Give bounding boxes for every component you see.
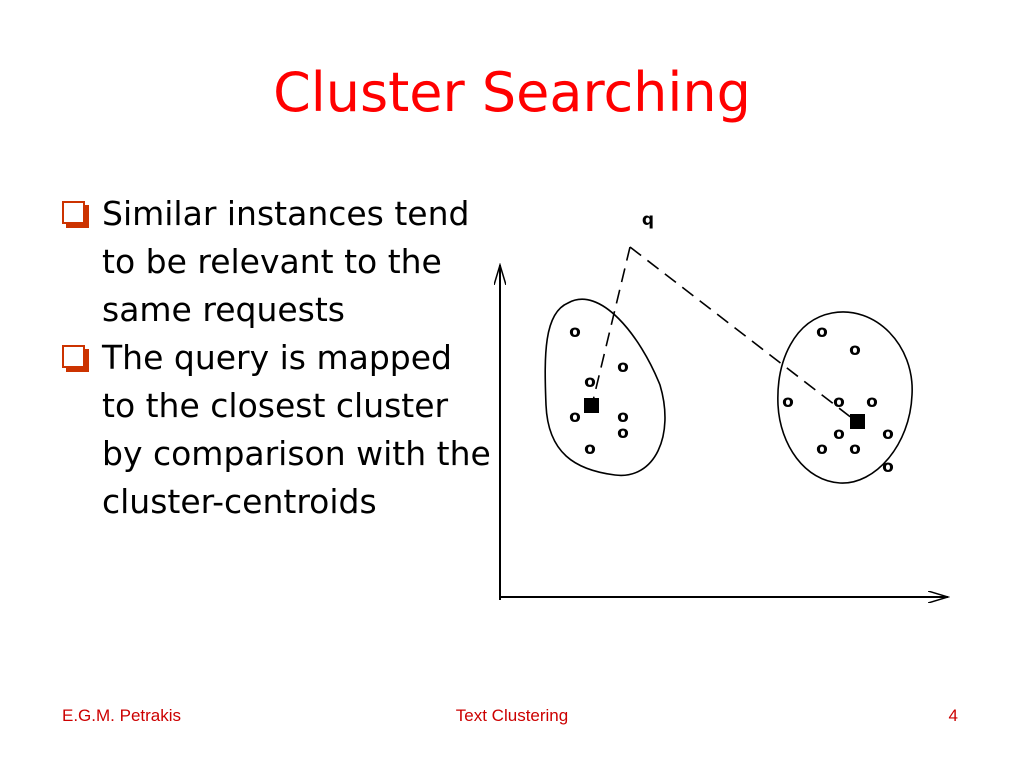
point: o	[833, 424, 845, 444]
point: o	[617, 357, 629, 377]
checkbox-bullet-icon	[62, 345, 85, 368]
centroid-left	[584, 398, 599, 413]
point: o	[617, 407, 629, 427]
footer-page-number: 4	[948, 706, 958, 725]
point: o	[866, 392, 878, 412]
point: o	[882, 457, 894, 477]
point: o	[569, 322, 581, 342]
cluster-left-boundary	[544, 298, 666, 477]
point: o	[569, 407, 581, 427]
footer-author: E.G.M. Petrakis	[62, 706, 182, 725]
point: o	[782, 392, 794, 412]
checkbox-bullet-icon	[62, 201, 85, 224]
point: o	[849, 439, 861, 459]
bullet-text: Similar instances tend to be relevant to…	[102, 194, 470, 329]
slide-title: Cluster Searching	[273, 61, 751, 124]
query-label: q	[642, 210, 654, 230]
point: o	[816, 439, 828, 459]
bullet-item: The query is mapped to the closest clust…	[60, 334, 491, 526]
bullet-text: The query is mapped to the closest clust…	[102, 338, 491, 521]
cluster-diagram: q o o o o o o o o o o o o o o o o o	[480, 210, 960, 615]
cluster-right-boundary	[777, 311, 913, 484]
bullet-list: Similar instances tend to be relevant to…	[60, 190, 491, 526]
point: o	[833, 392, 845, 412]
centroid-right	[850, 414, 865, 429]
point: o	[584, 372, 596, 392]
footer-topic: Text Clustering	[455, 706, 569, 725]
point: o	[882, 424, 894, 444]
bullet-item: Similar instances tend to be relevant to…	[60, 190, 490, 334]
point: o	[816, 322, 828, 342]
query-link-left	[591, 246, 631, 406]
query-link-right	[629, 246, 858, 423]
point: o	[617, 423, 629, 443]
point: o	[584, 439, 596, 459]
point: o	[849, 340, 861, 360]
